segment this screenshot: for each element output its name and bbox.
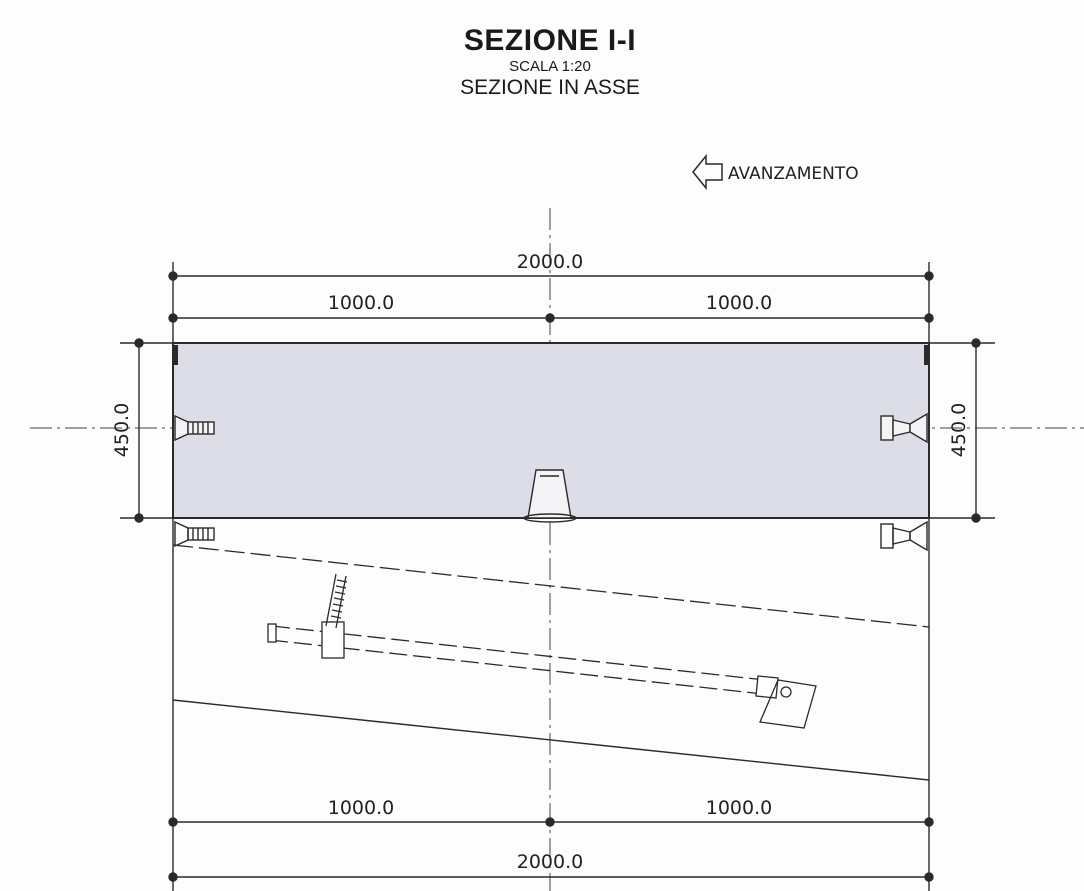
lower-right-connector xyxy=(880,520,928,552)
dim-top-right: 1000.0 xyxy=(706,292,772,314)
drawing-scale: SCALA 1:20 xyxy=(509,58,591,75)
drawing-title: SEZIONE I-I xyxy=(463,24,637,57)
dim-left-height: 450.0 xyxy=(111,403,133,457)
anchor-bar xyxy=(267,623,817,729)
dim-bottom-left: 1000.0 xyxy=(328,797,394,819)
left-socket xyxy=(174,414,215,442)
right-height-dimension xyxy=(929,338,995,523)
dim-bottom-right: 1000.0 xyxy=(706,797,772,819)
top-dimension xyxy=(168,262,934,345)
title-block: SEZIONE I-I SCALA 1:20 SEZIONE IN ASSE xyxy=(0,24,1084,100)
dim-bottom-total: 2000.0 xyxy=(517,851,583,873)
dim-top-total: 2000.0 xyxy=(517,251,583,273)
corner-markers xyxy=(173,345,929,365)
hidden-edge-line xyxy=(172,544,930,628)
dim-top-left: 1000.0 xyxy=(328,292,394,314)
bottom-dimension xyxy=(168,817,934,882)
dim-right-height: 450.0 xyxy=(948,403,970,457)
left-height-dimension xyxy=(120,338,173,523)
lower-left-socket xyxy=(174,520,215,548)
lifting-insert xyxy=(523,469,577,523)
left-arrow-icon xyxy=(692,153,723,191)
spring-anchor xyxy=(321,573,348,659)
drawing-subtitle: SEZIONE IN ASSE xyxy=(460,76,640,99)
right-connector xyxy=(880,412,928,444)
slope-line xyxy=(172,699,930,781)
direction-label: AVANZAMENTO xyxy=(728,164,859,184)
